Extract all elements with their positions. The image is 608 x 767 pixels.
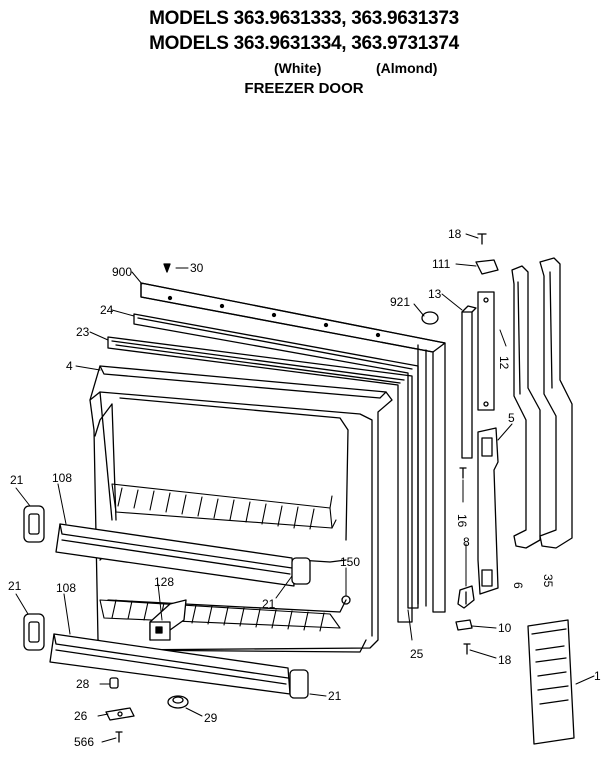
callout-900: 900 bbox=[112, 265, 132, 279]
callout-18: 18 bbox=[448, 227, 462, 241]
leader-lines bbox=[15, 233, 595, 743]
almond-variant-label: (Almond) bbox=[376, 60, 438, 76]
left-end-cap-upper bbox=[23, 505, 45, 543]
callout-8: 8 bbox=[463, 535, 470, 549]
callout-108-lower: 108 bbox=[56, 581, 76, 595]
owners-manual bbox=[527, 619, 575, 745]
callout-12: 12 bbox=[497, 356, 511, 370]
callout-6: 6 bbox=[511, 582, 525, 589]
callout-921: 921 bbox=[390, 295, 410, 309]
models-title-line-2: MODELS 363.9631334, 363.9731374 bbox=[149, 33, 459, 54]
door-gasket bbox=[133, 313, 419, 609]
door-handle-6 bbox=[511, 265, 541, 549]
callout-21-lower-left: 21 bbox=[8, 579, 22, 593]
callout-13: 13 bbox=[428, 287, 442, 301]
callout-21-rail: 21 bbox=[328, 689, 342, 703]
callout-21-upper-left: 21 bbox=[10, 473, 24, 487]
shelf-bracket bbox=[149, 599, 187, 641]
hole-plug bbox=[421, 311, 439, 325]
callout-18-lower: 18 bbox=[498, 653, 512, 667]
callout-111: 111 bbox=[432, 257, 451, 271]
hinge-bar-13 bbox=[461, 305, 477, 459]
callout-35: 35 bbox=[541, 574, 555, 588]
callout-4: 4 bbox=[66, 359, 73, 373]
callout-23: 23 bbox=[76, 325, 90, 339]
callout-29: 29 bbox=[204, 711, 218, 725]
shelf-end-cap bbox=[291, 557, 311, 585]
callout-5: 5 bbox=[508, 411, 515, 425]
door-handle-35 bbox=[539, 257, 573, 549]
callout-108-upper: 108 bbox=[52, 471, 72, 485]
rail-end-cap bbox=[289, 669, 309, 699]
callout-26: 26 bbox=[74, 709, 88, 723]
inner-door-liner bbox=[89, 365, 393, 653]
callout-30: 30 bbox=[190, 261, 204, 275]
callout-128: 128 bbox=[154, 575, 174, 589]
callout-150: 150 bbox=[340, 555, 360, 569]
white-variant-label: (White) bbox=[274, 60, 322, 76]
hinge-bracket-5 bbox=[477, 427, 499, 595]
callout-24: 24 bbox=[100, 303, 114, 317]
callout-10: 10 bbox=[498, 621, 512, 635]
callout-16: 16 bbox=[455, 514, 469, 528]
freezer-door-title: FREEZER DOOR bbox=[244, 80, 364, 97]
left-end-cap-lower bbox=[23, 613, 45, 651]
callout-566: 566 bbox=[74, 735, 94, 749]
models-title-line-1: MODELS 363.9631333, 363.9631373 bbox=[149, 8, 459, 29]
callout-21-shelf: 21 bbox=[262, 597, 276, 611]
callout-1: 1 bbox=[594, 669, 601, 683]
callout-28: 28 bbox=[76, 677, 90, 691]
trim-strip-12 bbox=[477, 291, 495, 411]
breaker-strip bbox=[107, 336, 413, 623]
upper-shelf-rail bbox=[55, 523, 295, 587]
callout-25: 25 bbox=[410, 647, 424, 661]
upper-shelf-ribs bbox=[111, 483, 337, 530]
hinge-8 bbox=[457, 585, 475, 609]
